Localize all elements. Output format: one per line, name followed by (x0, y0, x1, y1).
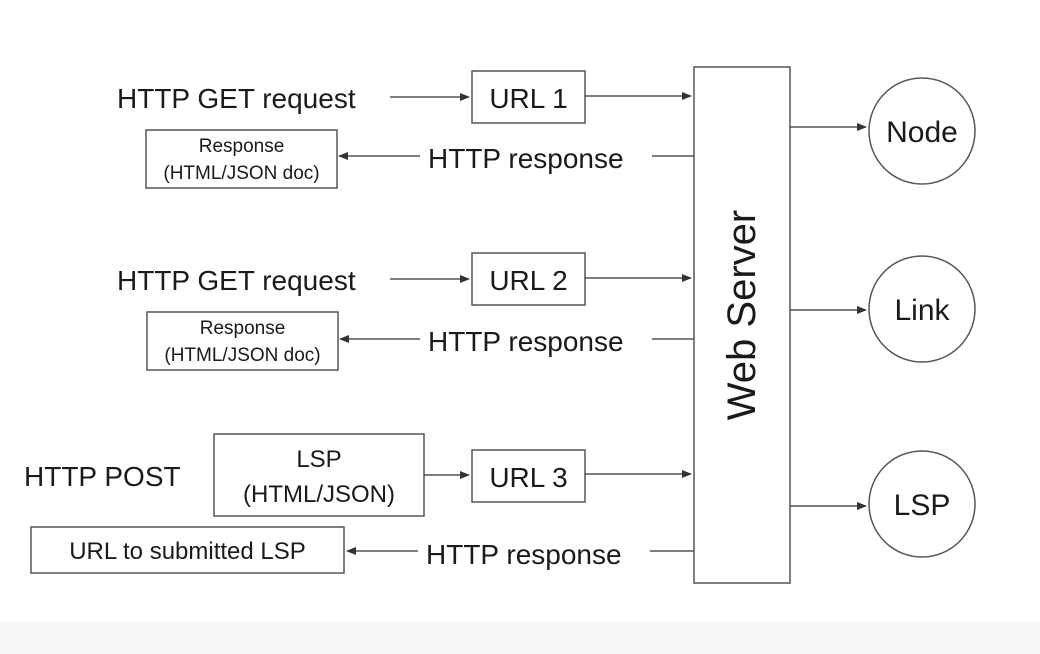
flow3-url-box (471, 449, 586, 503)
node-label: Node (886, 116, 958, 149)
flow2-url-box (471, 252, 586, 306)
link-label: Link (894, 294, 950, 327)
footer-band (0, 622, 1040, 654)
flow3-result-box (30, 526, 345, 574)
flow2-url-label: URL 2 (489, 265, 567, 296)
flow2-result-box (146, 311, 339, 371)
flow1-request-label: HTTP GET request (117, 83, 356, 114)
flow1-url-box (471, 70, 586, 124)
lsp-label: LSP (894, 489, 951, 522)
flow2-result-line2: (HTML/JSON doc) (164, 345, 320, 366)
web-server-label: Web Server (720, 210, 764, 420)
flow3-url-label: URL 3 (489, 462, 567, 493)
flow3-request-label: HTTP POST (24, 461, 181, 492)
flow3-payload-line2: (HTML/JSON) (243, 481, 395, 508)
lsp-circle (868, 450, 976, 558)
flow2-request-label: HTTP GET request (117, 265, 356, 296)
flow1-result-line1: Response (199, 136, 285, 157)
flow3-response-label: HTTP response (426, 539, 622, 570)
flow3-payload-box (213, 433, 425, 517)
flow1-url-label: URL 1 (489, 83, 567, 114)
flow1-result-box (145, 129, 338, 189)
flow2-response-label-bg (420, 322, 652, 358)
flow2-response-label: HTTP response (428, 326, 624, 357)
flow1-response-label: HTTP response (428, 143, 624, 174)
web-server-box (693, 66, 791, 584)
flow1-response-label-bg (420, 140, 652, 176)
node-circle (868, 77, 976, 185)
flow2-result-line1: Response (200, 318, 286, 339)
flow1-result-line2: (HTML/JSON doc) (163, 163, 319, 184)
flow3-result-line1: URL to submitted LSP (69, 538, 306, 565)
flow3-payload-line1: LSP (296, 446, 341, 473)
flow3-response-label-bg (418, 535, 650, 571)
link-circle (868, 255, 976, 363)
